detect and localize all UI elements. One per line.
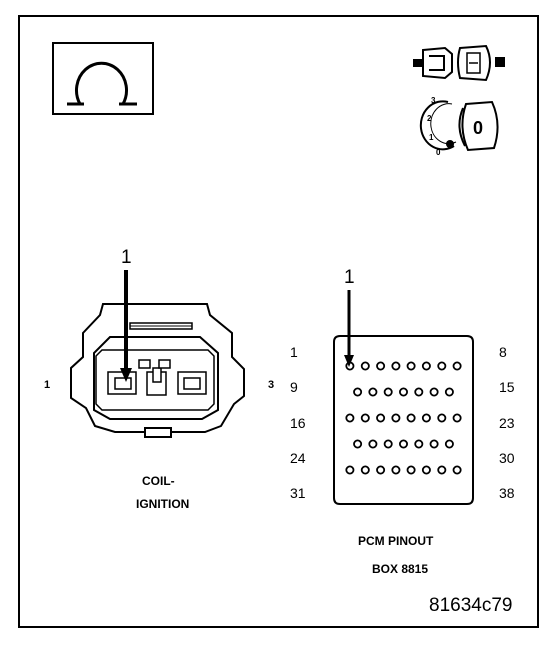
pcm-pin (376, 361, 386, 371)
pcm-pin (376, 465, 386, 475)
pcm-left-pin-label: 24 (290, 450, 306, 466)
ignition-position-label: 0 (436, 148, 441, 157)
pcm-pin (391, 361, 401, 371)
pcm-pin (429, 387, 439, 397)
pcm-right-pin-label: 38 (499, 485, 515, 501)
pcm-pin (429, 439, 439, 449)
pcm-pin (452, 465, 462, 475)
coil-pin-1-label: 1 (44, 379, 51, 391)
connector-disconnect-icon (413, 44, 505, 82)
pcm-left-pin-label: 9 (290, 379, 298, 395)
ignition-key-off-label: 0 (473, 118, 484, 138)
pcm-pin (345, 465, 355, 475)
pcm-left-pin-label: 1 (290, 344, 298, 360)
pcm-pin (406, 413, 416, 423)
coil-callout-number: 1 (121, 247, 132, 268)
ohmmeter-icon (52, 42, 154, 115)
pcm-pin (383, 439, 393, 449)
pcm-pin (437, 361, 447, 371)
pcm-right-pin-label: 23 (499, 415, 515, 431)
diagram-frame (18, 15, 539, 628)
ignition-position-label: 3 (431, 96, 436, 105)
pcm-pin (421, 361, 431, 371)
pcm-left-pin-label: 16 (290, 415, 306, 431)
pcm-caption-line2: BOX 8815 (372, 562, 429, 576)
pcm-left-pin-label: 31 (290, 485, 306, 501)
pcm-right-pin-label: 15 (499, 379, 515, 395)
pcm-pin (360, 361, 370, 371)
pcm-pin (421, 465, 431, 475)
ignition-position-label: 2 (427, 114, 432, 123)
coil-pin-3-label: 3 (268, 379, 275, 391)
pcm-pin (421, 413, 431, 423)
pcm-pin (437, 465, 447, 475)
pcm-callout-number: 1 (344, 267, 355, 288)
pcm-pin (414, 439, 424, 449)
pcm-right-pin-label: 30 (499, 450, 515, 466)
pcm-pin (376, 413, 386, 423)
ignition-position-label: 1 (429, 133, 434, 142)
pcm-pin (391, 465, 401, 475)
pcm-pin (452, 361, 462, 371)
coil-connector (70, 270, 245, 438)
pcm-pin (368, 439, 378, 449)
ignition-key-off-icon (419, 100, 499, 152)
pcm-pin (444, 387, 454, 397)
pcm-pin (345, 413, 355, 423)
coil-caption-line2: IGNITION (136, 497, 190, 511)
pcm-pin (452, 413, 462, 423)
pcm-connector (333, 290, 474, 505)
pcm-pin (368, 387, 378, 397)
pcm-pin (406, 361, 416, 371)
pcm-caption-line1: PCM PINOUT (358, 534, 434, 548)
pcm-pin-grid (345, 361, 462, 475)
pcm-pin (414, 387, 424, 397)
coil-caption-line1: COIL- (142, 474, 175, 488)
pcm-pin (391, 413, 401, 423)
pcm-pin (360, 465, 370, 475)
pcm-pin (353, 387, 363, 397)
figure-id: 81634c79 (429, 595, 513, 616)
pcm-pin (444, 439, 454, 449)
pcm-pin (398, 439, 408, 449)
pcm-pin (406, 465, 416, 475)
pcm-pin (398, 387, 408, 397)
pcm-pin (437, 413, 447, 423)
pcm-pin (360, 413, 370, 423)
pcm-pin (383, 387, 393, 397)
pcm-pin (353, 439, 363, 449)
pcm-right-pin-label: 8 (499, 344, 507, 360)
